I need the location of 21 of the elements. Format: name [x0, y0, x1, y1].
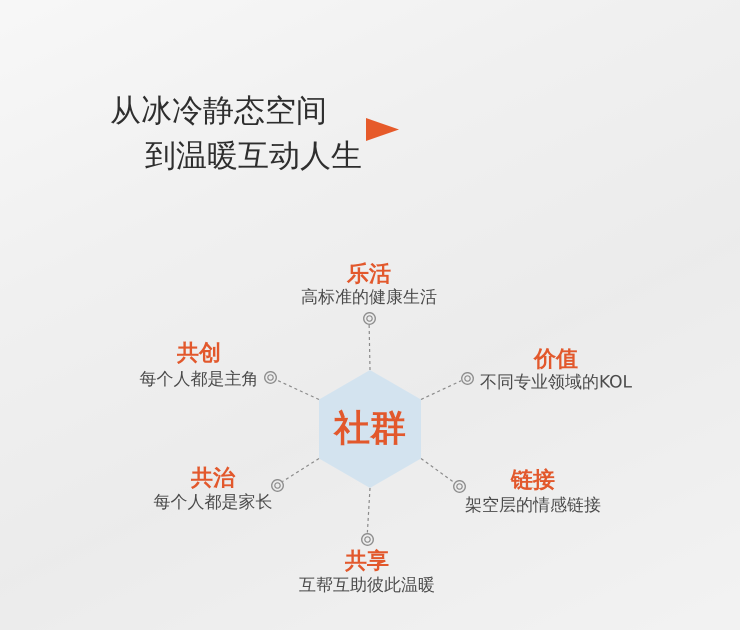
heading: 共治	[191, 467, 235, 491]
subtitle: 不同专业领域的KOL	[480, 372, 632, 394]
center-label: 社群	[334, 409, 406, 449]
connector-line	[420, 380, 462, 400]
title: 从冰冷静态空间到温暖互动人生	[110, 92, 363, 176]
heading: 乐活	[347, 263, 391, 287]
heading: 价值	[534, 348, 578, 372]
connector-line	[366, 488, 371, 533]
hexagon	[319, 370, 421, 488]
connector-line	[368, 324, 371, 370]
subtitle: 互帮互助彼此温暖	[299, 576, 435, 596]
connector-line	[276, 379, 320, 400]
connector-line	[420, 458, 454, 483]
connector-line	[282, 458, 320, 482]
subtitle: 每个人都是主角	[140, 370, 258, 390]
subtitle: 每个人都是家长	[154, 492, 272, 514]
heading: 链接	[511, 469, 555, 493]
heading: 共享	[345, 550, 389, 574]
subtitle: 架空层的情感链接	[465, 496, 601, 516]
subtitle: 高标准的健康生活	[301, 288, 437, 308]
heading: 共创	[177, 342, 221, 366]
